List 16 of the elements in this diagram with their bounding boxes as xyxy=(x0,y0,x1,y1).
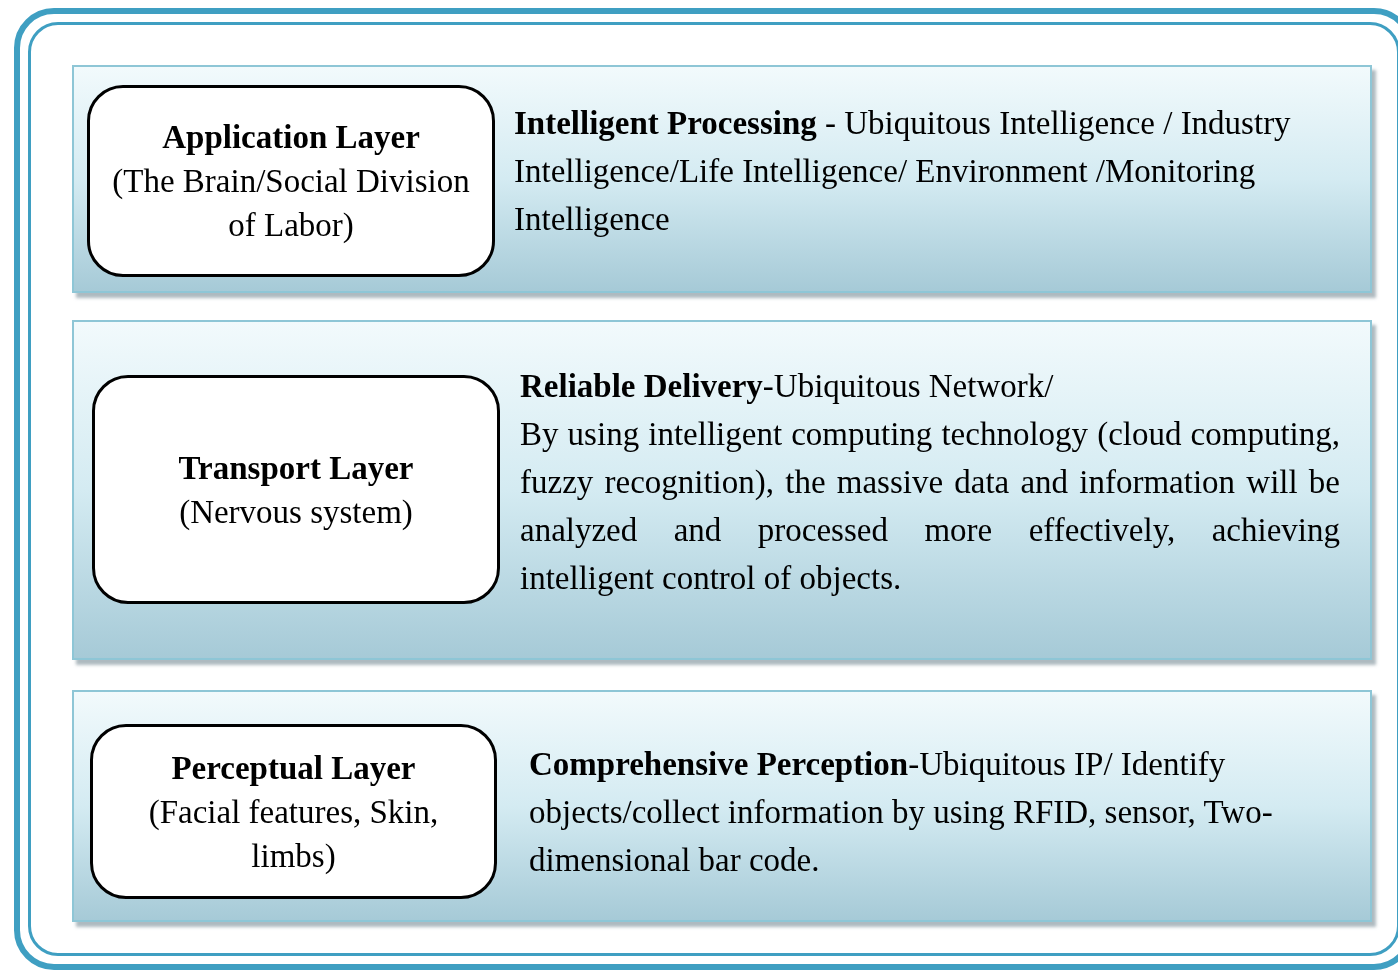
layer-band xyxy=(72,690,1372,922)
layer-description: By using intelligent computing technology (cloud computing, fuzzy recognition), the massive data and information will be analyzed and processed more effectively, achieving intelligent control of objects. xyxy=(520,415,1340,598)
layer-band xyxy=(72,65,1372,293)
layer-title: Perceptual Layer xyxy=(171,748,416,788)
layer-box xyxy=(90,724,497,899)
layer-description: Comprehensive Perception-Ubiquitous IP/ Identify objects/collect information by using RFID, sensor, Two-dimensional bar code. xyxy=(529,745,1274,880)
layer-box xyxy=(87,85,495,277)
layer-description: Reliable Delivery-Ubiquitous Network/ xyxy=(520,367,1055,406)
layer-subtitle: (Facial features, Skin, limbs) xyxy=(147,792,440,876)
layer-title: Transport Layer xyxy=(178,448,414,488)
layer-box xyxy=(92,375,500,604)
layer-subtitle: (Nervous system) xyxy=(179,492,413,532)
layer-subtitle: (The Brain/Social Division of Labor) xyxy=(111,162,471,245)
layer-description: Intelligent Processing - Ubiquitous Intelligence / Industry Intelligence/Life Intelligence/ Environment /Monitoring Intelligence xyxy=(514,104,1292,239)
layer-title: Application Layer xyxy=(162,118,420,157)
layer-band xyxy=(72,320,1372,660)
